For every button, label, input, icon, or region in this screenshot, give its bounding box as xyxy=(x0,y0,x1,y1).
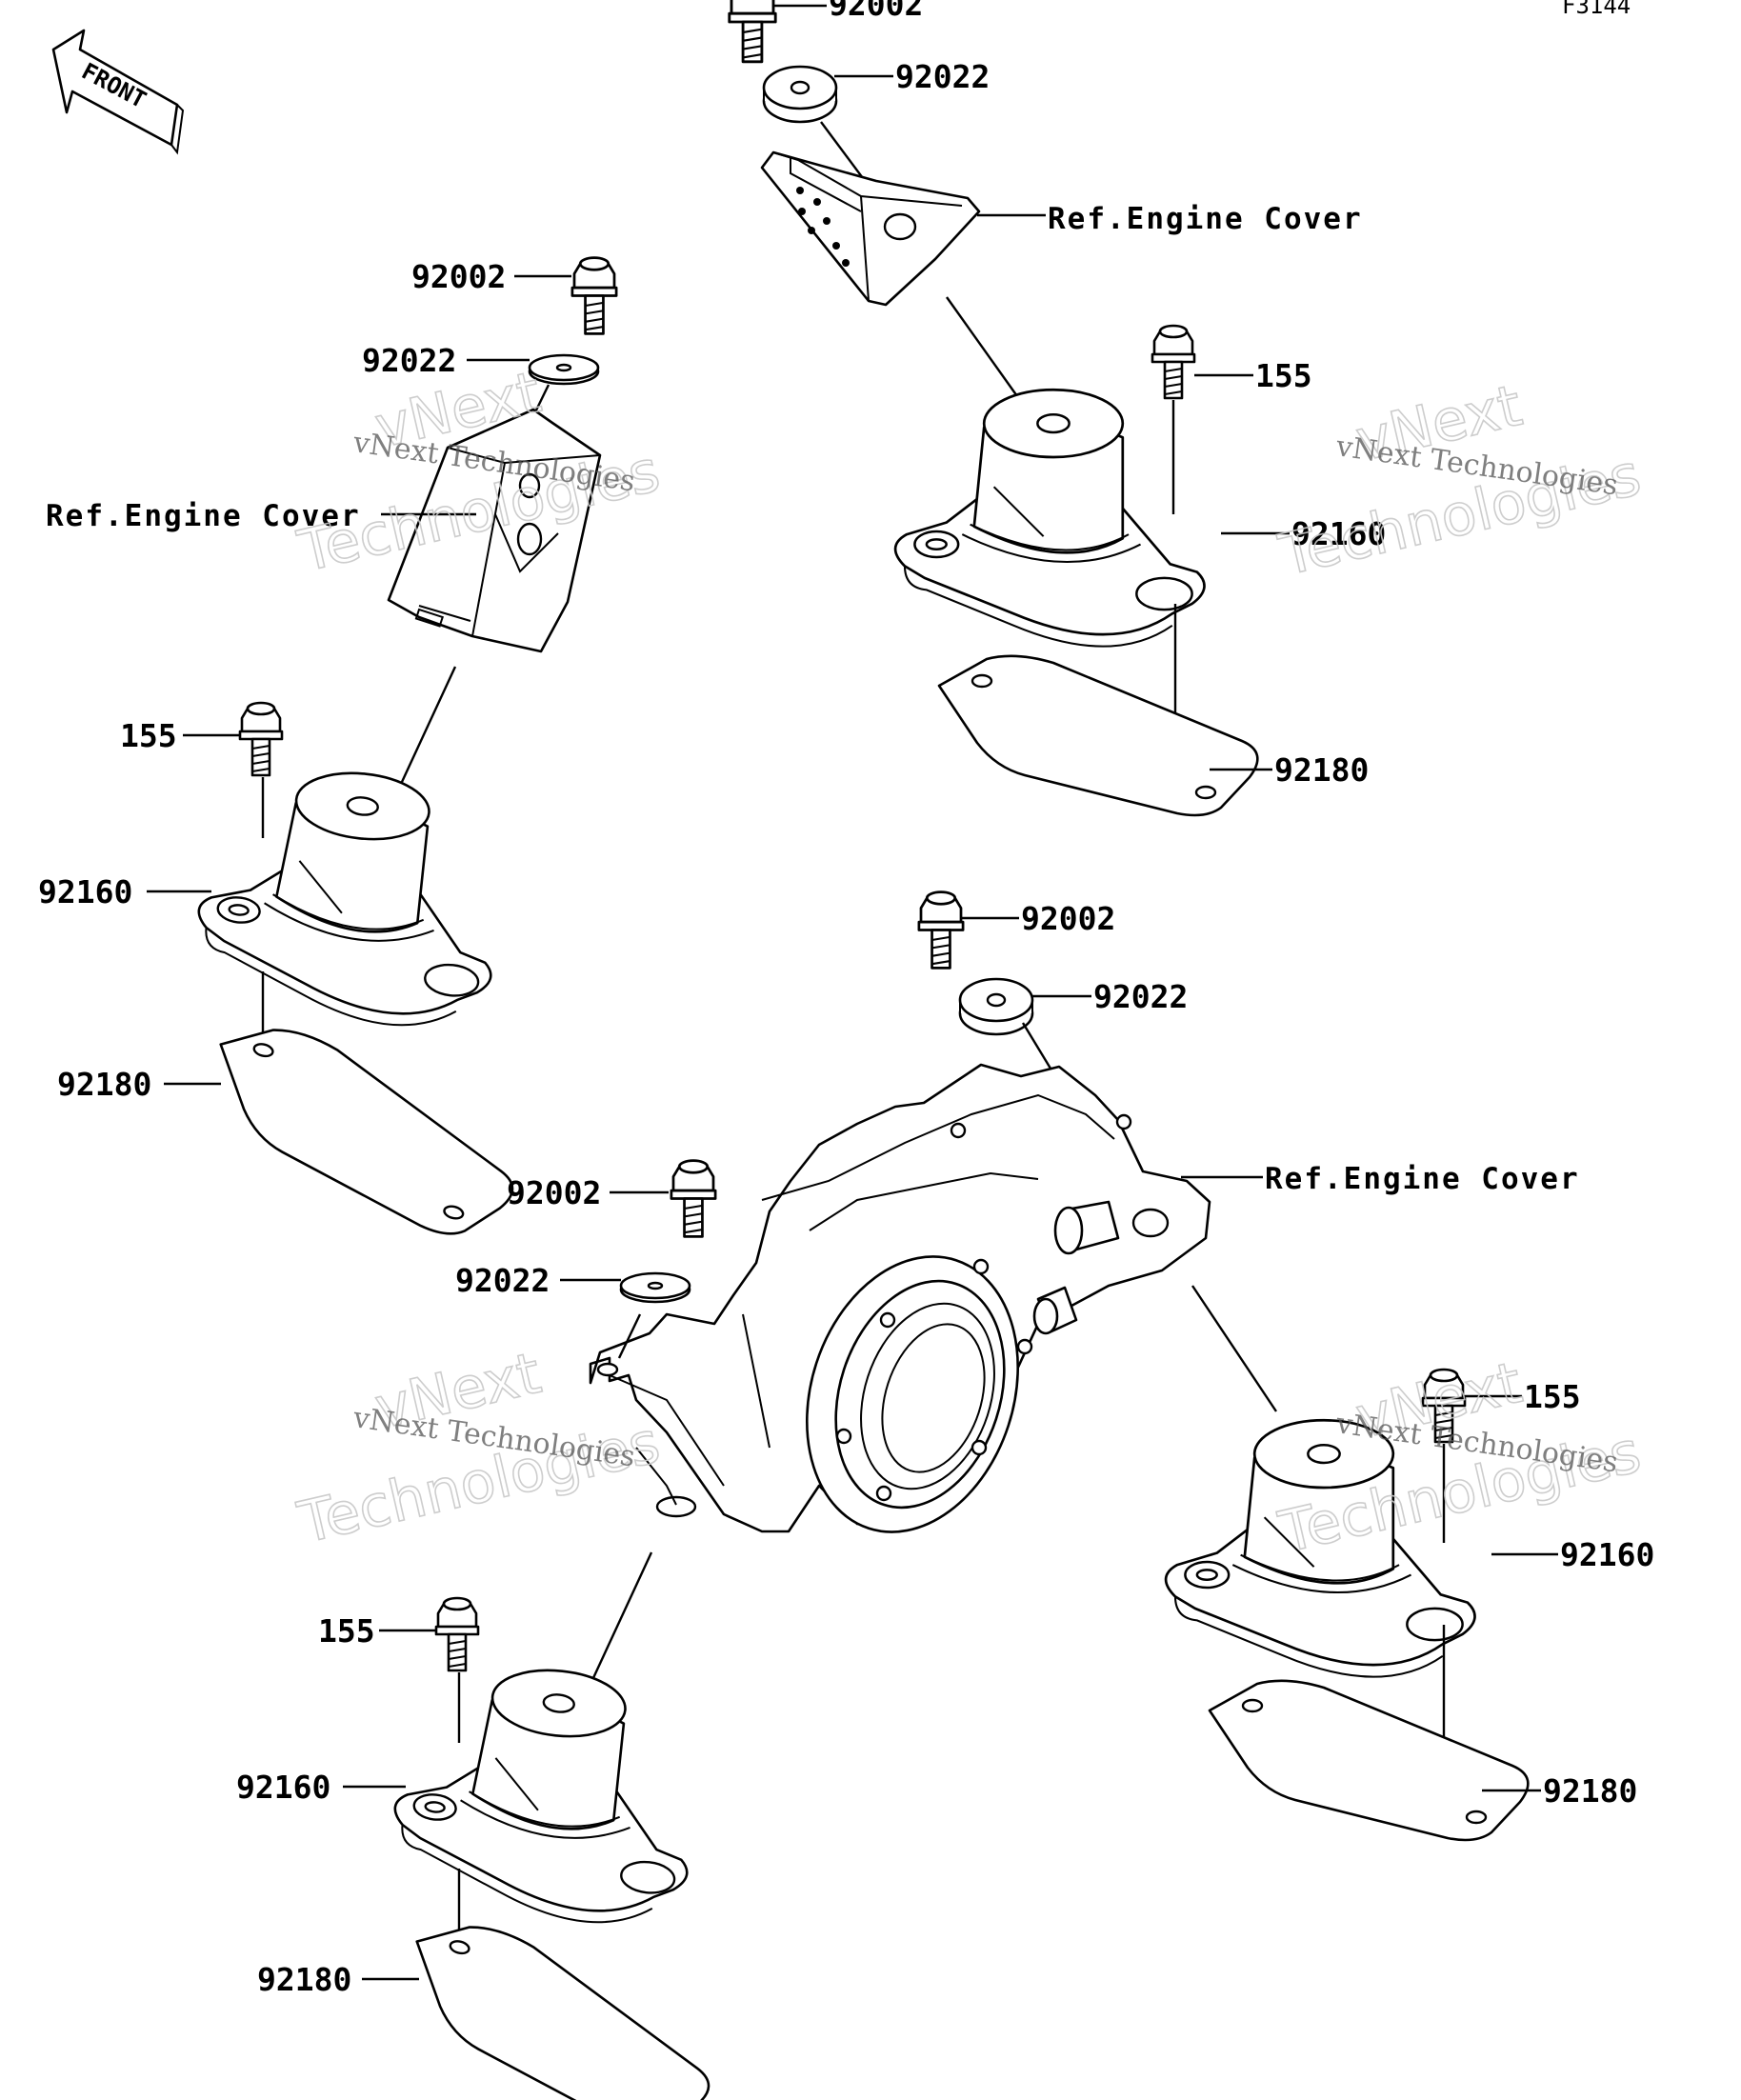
label-155-upper-left: 155 xyxy=(120,717,177,754)
bolt-155-lower-left xyxy=(434,1596,480,1672)
label-92002-top: 92002 xyxy=(829,0,923,23)
watermark-upper-right: vNext Technologies vNext Technologies xyxy=(1272,371,1648,590)
bolt-92002-center-left xyxy=(670,1159,717,1238)
label-92002-center-top: 92002 xyxy=(1021,900,1115,937)
damper-92022-top xyxy=(762,65,838,124)
label-92180-top-right: 92180 xyxy=(1274,751,1369,789)
plate-92180-lower-left xyxy=(384,1911,734,2100)
front-arrow-icon: FRONT xyxy=(51,29,185,155)
label-92160-top-right: 92160 xyxy=(1291,515,1386,552)
engine-cover-bracket-upper-left xyxy=(387,408,602,653)
label-155-center-right: 155 xyxy=(1524,1378,1581,1415)
bolt-92002-upper-left xyxy=(570,256,618,335)
label-92002-upper-left: 92002 xyxy=(411,258,506,295)
ref-engine-cover-top-right: Ref.Engine Cover xyxy=(1048,202,1363,236)
label-92022-upper-left: 92022 xyxy=(362,342,456,379)
mount-92160-top-right xyxy=(893,388,1206,648)
washer-92022-center-left xyxy=(619,1271,691,1304)
bolt-155-top-right xyxy=(1151,324,1196,400)
plate-92180-top-right xyxy=(937,654,1259,817)
plate-92180-center-right xyxy=(1208,1679,1530,1842)
label-92160-lower-left: 92160 xyxy=(236,1769,330,1806)
mount-92160-lower-left xyxy=(384,1653,709,1933)
bolt-155-upper-left xyxy=(238,701,284,777)
label-92180-upper-left: 92180 xyxy=(57,1066,151,1103)
ref-engine-cover-upper-left: Ref.Engine Cover xyxy=(46,499,361,533)
mount-92160-upper-left xyxy=(188,756,512,1036)
plate-92180-upper-left xyxy=(188,1014,538,1249)
label-155-top-right: 155 xyxy=(1255,357,1312,394)
label-92022-center: 92022 xyxy=(1093,978,1188,1015)
label-92180-center-right: 92180 xyxy=(1543,1772,1637,1810)
label-155-lower-left: 155 xyxy=(318,1612,375,1650)
diagram-code: F3144 xyxy=(1562,0,1631,19)
engine-cover-bracket-top xyxy=(760,150,981,307)
label-92022-top: 92022 xyxy=(895,58,990,95)
damper-92022-center xyxy=(958,977,1034,1036)
bolt-92002-top xyxy=(728,0,777,64)
label-92002-center-left: 92002 xyxy=(507,1174,601,1211)
label-92160-center-right: 92160 xyxy=(1560,1536,1654,1573)
label-92022-center-left: 92022 xyxy=(455,1262,550,1299)
label-92180-lower-left: 92180 xyxy=(257,1961,351,1998)
ref-engine-cover-center: Ref.Engine Cover xyxy=(1265,1162,1580,1196)
engine-cover-main xyxy=(589,1063,1211,1533)
bolt-92002-center-top xyxy=(917,890,965,970)
label-92160-upper-left: 92160 xyxy=(38,873,132,910)
washer-92022-upper-left xyxy=(528,353,600,386)
